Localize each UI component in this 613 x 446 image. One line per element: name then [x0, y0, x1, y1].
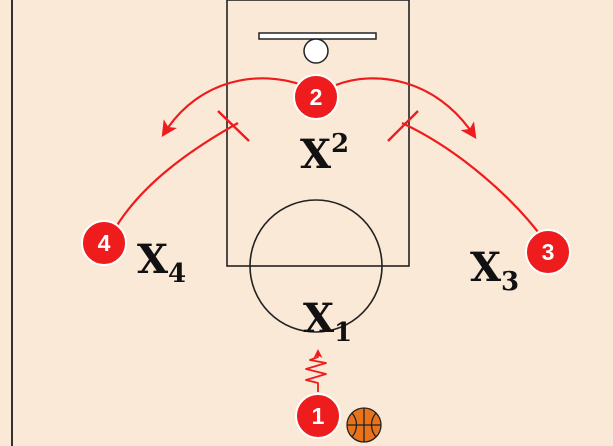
- defender-x4: X4: [137, 236, 186, 289]
- offense-player-2-circle: [293, 74, 339, 120]
- dribble-path: [305, 349, 327, 392]
- basketball-icon: [346, 407, 382, 443]
- offense-player-4: 4: [81, 220, 127, 266]
- defender-x3: X3: [470, 244, 519, 297]
- offense-player-3-circle: [525, 229, 571, 275]
- defender-x4-letter: X: [137, 236, 168, 283]
- offense-player-3-label: 3: [542, 239, 555, 265]
- defender-x1-letter: X: [303, 295, 334, 342]
- screen-path-3: [401, 122, 545, 241]
- defender-x4-subscript: 4: [168, 259, 186, 289]
- defender-x3-letter: X: [470, 244, 501, 291]
- screen-mark-4: [217, 110, 250, 142]
- free-throw-lane: [226, 0, 410, 267]
- cut-arrow-right: [335, 77, 477, 139]
- defender-x2-letter: X: [300, 131, 331, 178]
- cut-arrow-left: [161, 77, 303, 138]
- offense-player-4-label: 4: [98, 230, 111, 256]
- offense-player-1: 1: [295, 393, 341, 439]
- offense-player-1-label: 1: [312, 403, 325, 429]
- screen-path-4: [112, 122, 239, 233]
- defender-x1: X1: [303, 295, 352, 348]
- defender-x1-subscript: 1: [334, 318, 352, 348]
- offense-player-2: 2: [293, 74, 339, 120]
- screen-mark-3: [387, 110, 419, 142]
- offense-player-3: 3: [525, 229, 571, 275]
- offense-player-2-label: 2: [310, 84, 323, 110]
- rim: [303, 38, 329, 64]
- basket-ring-icon: [258, 32, 377, 64]
- offense-player-1-circle: [295, 393, 341, 439]
- defender-x2: X2: [300, 129, 349, 178]
- defender-x3-subscript: 3: [501, 267, 519, 297]
- backboard: [258, 32, 377, 40]
- defender-x2-superscript: 2: [331, 129, 349, 159]
- free-throw-circle: [249, 199, 383, 333]
- offense-player-4-circle: [81, 220, 127, 266]
